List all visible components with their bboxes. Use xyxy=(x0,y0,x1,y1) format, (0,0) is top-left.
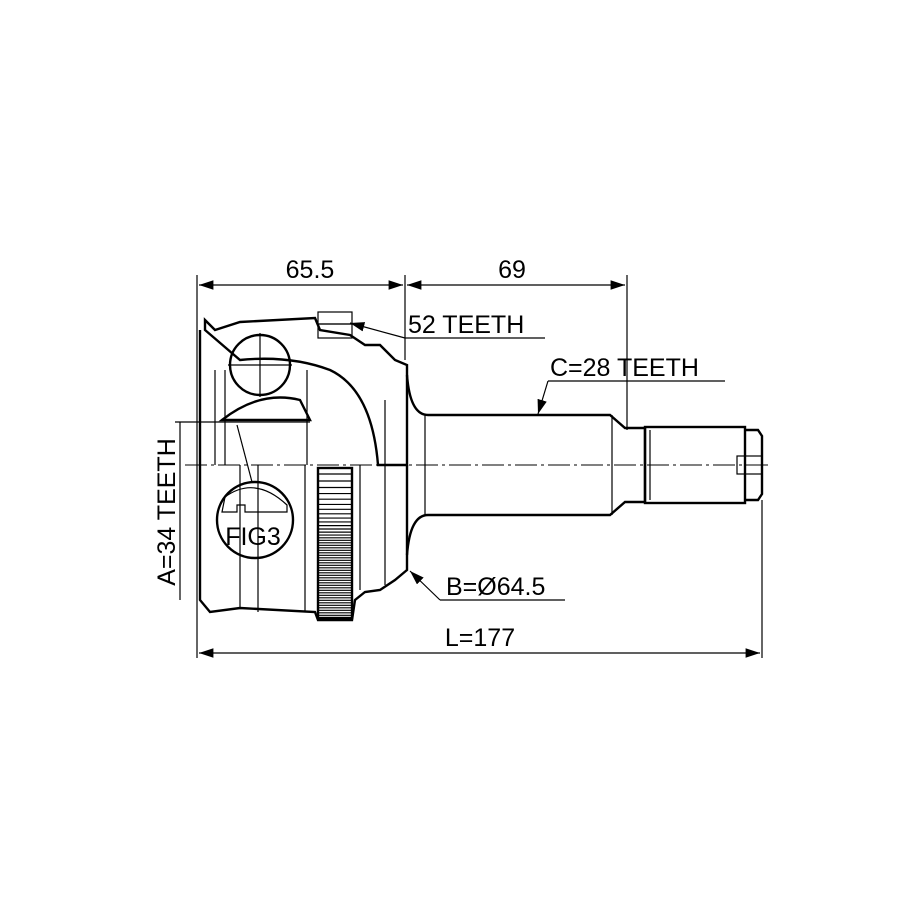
leaders xyxy=(175,322,725,601)
shaft-teeth-label: C=28 TEETH xyxy=(550,354,699,382)
diameter-label: B=Ø64.5 xyxy=(446,573,545,601)
outer-teeth-label: 52 TEETH xyxy=(408,311,524,339)
dimension-65-5: 65.5 xyxy=(286,256,335,284)
length-label: L=177 xyxy=(445,624,515,652)
abs-ring xyxy=(316,466,354,620)
inner-teeth-label: A=34 TEETH xyxy=(153,438,181,586)
dimension-69: 69 xyxy=(498,256,526,284)
outer-housing xyxy=(198,311,409,622)
fig3-label: FIG3 xyxy=(225,523,281,551)
fig3-detail: FIG3 xyxy=(215,424,295,560)
extension-lines xyxy=(196,275,763,658)
ball xyxy=(228,333,292,397)
